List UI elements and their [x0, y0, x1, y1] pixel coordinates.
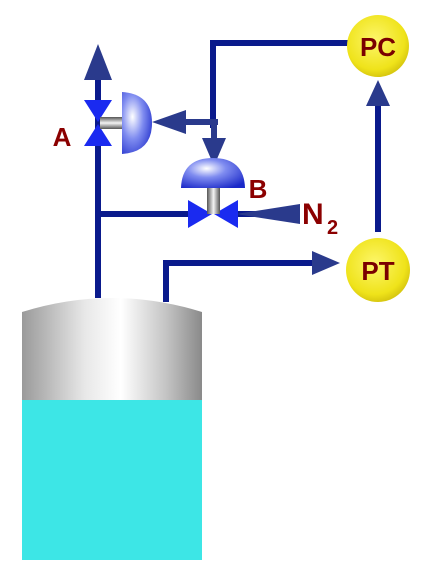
vent-arrow	[84, 44, 112, 80]
signal-to-valve-a-arrow	[152, 110, 186, 134]
nitrogen-label: N 2	[302, 198, 338, 239]
valve-b-actuator	[181, 158, 245, 188]
nitrogen-label-main: N	[302, 198, 324, 231]
pressure-tap-line	[163, 260, 320, 302]
valve-b-stem	[207, 186, 220, 214]
pressure-transmitter-label: PT	[361, 256, 394, 286]
pressure-transmitter-bubble	[346, 238, 410, 302]
signal-to-controller-arrow	[366, 80, 390, 106]
controller-signal-line	[210, 40, 352, 128]
valve-a-actuator	[122, 92, 152, 154]
pressure-tap-arrow	[312, 251, 340, 275]
tank-vapor-space	[22, 298, 202, 400]
flow-arrows	[84, 44, 390, 275]
valve-b-body-left	[188, 200, 212, 228]
pressure-controller-bubble	[347, 15, 409, 77]
pressure-controller-label: PC	[360, 32, 396, 62]
valve-b	[181, 158, 245, 228]
valve-a-body-bottom	[84, 124, 112, 146]
pressure-transmitter: PT	[346, 238, 410, 302]
valve-a-stem	[100, 117, 124, 129]
valve-a-body-top	[84, 100, 112, 122]
valve-b-label: B	[249, 174, 268, 204]
signal-to-valve-b-arrow	[202, 138, 226, 166]
tank-liquid	[22, 400, 202, 560]
nitrogen-inlet-arrow	[236, 204, 300, 224]
valve-a	[84, 92, 152, 154]
valve-b-body-right	[214, 200, 238, 228]
pressure-controller: PC	[347, 15, 409, 77]
valve-a-label: A	[53, 122, 72, 152]
tank	[22, 298, 202, 560]
nitrogen-label-subscript: 2	[327, 217, 338, 239]
